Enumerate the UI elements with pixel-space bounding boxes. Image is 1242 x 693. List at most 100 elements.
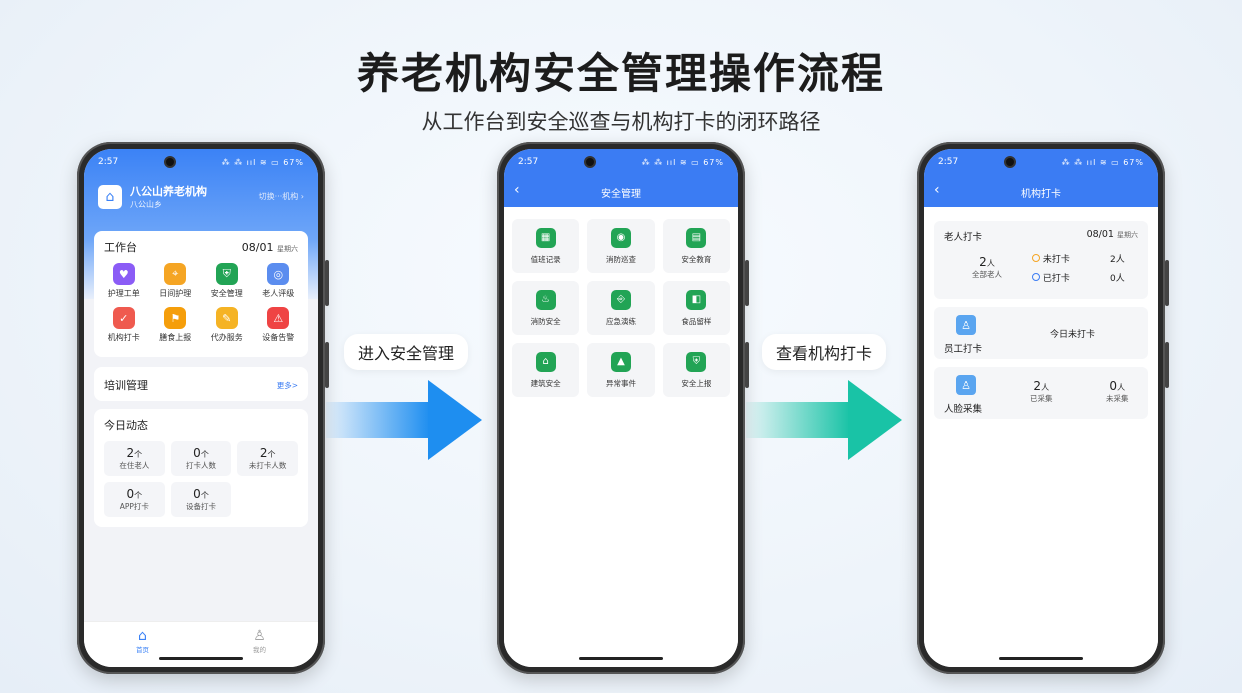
phone-checkin: 2:57 ⁂ ⁂ ııl ≋ ▭ 67% ‹ 机构打卡 老人打卡 08/01 星… [917,142,1169,674]
stat-unit: 个 [200,450,209,459]
status-icons: ⁂ ⁂ ııl ≋ ▭ 67% [221,157,304,167]
face-capture-card[interactable]: ♙ 人脸采集 2人 已采集 0人 未采集 [934,367,1148,419]
status-time: 2:57 [938,157,959,167]
training-card[interactable]: 培训管理 更多> [94,367,308,401]
tab-bar: ⌂ 首页 ♙ 我的 [84,621,318,667]
tab-home[interactable]: ⌂ 首页 [136,628,149,667]
training-title: 培训管理 [104,379,148,392]
workbench-item-label: 老人评级 [262,289,295,298]
alarm-icon: ⚠ [267,307,290,329]
today-stat[interactable]: 0个打卡人数 [170,441,232,476]
safety-item[interactable]: ▲ 异常事件 [587,343,655,397]
workbench-item[interactable]: ◎ 老人评级 [253,263,305,299]
not-checked-value: 2人 [1110,255,1125,265]
step-1-label: 进入安全管理 [344,334,469,370]
stat-label: 未打卡人数 [248,461,287,470]
building-icon: ⌂ [535,351,556,372]
safety-item[interactable]: ▤ 安全教育 [662,219,730,273]
phone-safety: 2:57 ⁂ ⁂ ııl ≋ ▭ 67% ‹ 安全管理 ▦值班记录◉消防巡查▤安… [497,142,749,674]
org-header[interactable]: ⌂ 八公山养老机构 八公山乡 [98,183,207,210]
stat-num: 2 [126,446,135,460]
person-icon: ♙ [253,628,266,644]
today-stat[interactable]: 2个未打卡人数 [237,441,298,476]
workbench-item[interactable]: ⚠设备告警 [253,307,305,343]
org-name: 八公山养老机构 [130,185,207,198]
stat-label: 设备打卡 [185,502,216,511]
workbench-item[interactable]: ✎代办服务 [201,307,253,343]
stat-unit: 个 [200,491,209,500]
workbench-item-label: 日间护理 [159,289,192,298]
training-more-link[interactable]: 更多> [276,380,298,390]
stat-unit: 个 [134,491,143,500]
safety-item[interactable]: ◧ 食品留样 [662,281,730,335]
safety-item[interactable]: ⛨安全上报 [662,343,730,397]
safety-item-label: 食品留样 [681,316,712,326]
safety-item[interactable]: ◉消防巡查 [587,219,655,273]
back-icon[interactable]: ‹ [514,182,520,198]
workbench-item[interactable]: ⚑膳食上报 [150,307,202,343]
elder-total-label: 全部老人 [972,270,1002,279]
tab-mine[interactable]: ♙ 我的 [253,628,266,667]
stat-num: 0 [193,446,201,460]
pending-num: 0 [1109,379,1118,393]
safety-item[interactable]: ♨消防安全 [512,281,580,335]
today-stat[interactable]: 2个在住老人 [104,441,165,476]
warning-icon: ▲ [610,351,631,372]
badge-icon: ◎ [267,263,290,285]
elder-total-num: 2 [979,255,987,269]
staff-avatar-icon: ♙ [956,315,976,335]
service-icon: ✎ [215,307,238,329]
workbench-item[interactable]: ⛨安全管理 [201,263,253,299]
elder-date: 08/01 [1086,229,1114,240]
back-icon[interactable]: ‹ [934,182,940,198]
home-icon: ⌂ [138,628,147,644]
org-sub: 八公山乡 [130,200,162,209]
staff-checkin-card[interactable]: ♙ 员工打卡 今日未打卡 [934,307,1148,359]
safety-item-label: 消防安全 [530,316,561,326]
safety-item[interactable]: ▦值班记录 [512,219,580,273]
collected-num: 2 [1033,379,1042,393]
workbench-item[interactable]: ✓机构打卡 [98,307,150,343]
elder-checkin-card[interactable]: 老人打卡 08/01 星期六 2人 全部老人 未打卡 已打卡 2人 0人 [934,221,1148,299]
staff-status: 今日未打卡 [1050,330,1096,340]
switch-org-button[interactable]: 切换···机构 › [258,192,304,201]
workbench-item[interactable]: ⌖日间护理 [150,263,202,299]
arrow-step-1 [326,380,482,460]
stat-label: 在住老人 [119,461,150,470]
safety-item[interactable]: ⌂ 建筑安全 [512,343,580,397]
book-icon: ▤ [686,227,707,248]
food-icon: ◧ [686,289,707,310]
today-stat[interactable]: 0个 APP打卡 [104,482,165,517]
stat-num: 0 [126,487,135,501]
tab-home-label: 首页 [136,646,149,654]
camera-icon [163,156,176,168]
face-title: 人脸采集 [944,404,983,415]
workbench-item[interactable]: ♥护理工单 [98,263,150,299]
today-stat[interactable]: 0个设备打卡 [170,482,232,517]
safety-item[interactable]: ⎆应急演练 [587,281,655,335]
safety-item-label: 建筑安全 [530,378,561,388]
workbench-item-label: 膳食上报 [159,333,192,342]
safety-grid: ▦值班记录◉消防巡查 ▤ 安全教育 ♨消防安全⎆应急演练 ◧ 食品留样 ⌂ 建筑安全 ▲ 异常事件… [512,219,730,397]
camera-icon [1003,156,1016,168]
page-title: 养老机构安全管理操作流程 [356,49,885,98]
fire-check-icon: ◉ [610,227,631,248]
pending-label: 未采集 [1106,394,1129,403]
home-logo-icon: ⌂ [98,184,122,209]
workbench-title: 工作台 [104,241,137,254]
workbench-date: 08/01 [241,240,274,254]
safety-item-label: 异常事件 [605,378,636,388]
status-icons: ⁂ ⁂ ııl ≋ ▭ 67% [1061,157,1144,167]
workbench-item-label: 机构打卡 [107,333,140,342]
not-checked-label: 未打卡 [1042,255,1070,265]
status-time: 2:57 [98,157,119,167]
stat-label: APP打卡 [119,502,149,511]
shield-icon: ⛨ [215,263,238,285]
page-subtitle: 从工作台到安全巡查与机构打卡的闭环路径 [421,110,821,134]
stat-unit: 个 [134,450,143,459]
not-checked-dot-icon [1032,254,1040,262]
safety-item-label: 安全教育 [681,254,712,264]
workbench-card: 工作台 08/01 星期六 ♥护理工单⌖日间护理⛨安全管理◎老人评级✓机构打卡⚑… [94,231,308,357]
arrow-step-2 [746,380,902,460]
shield-report-icon: ⛨ [686,351,707,372]
